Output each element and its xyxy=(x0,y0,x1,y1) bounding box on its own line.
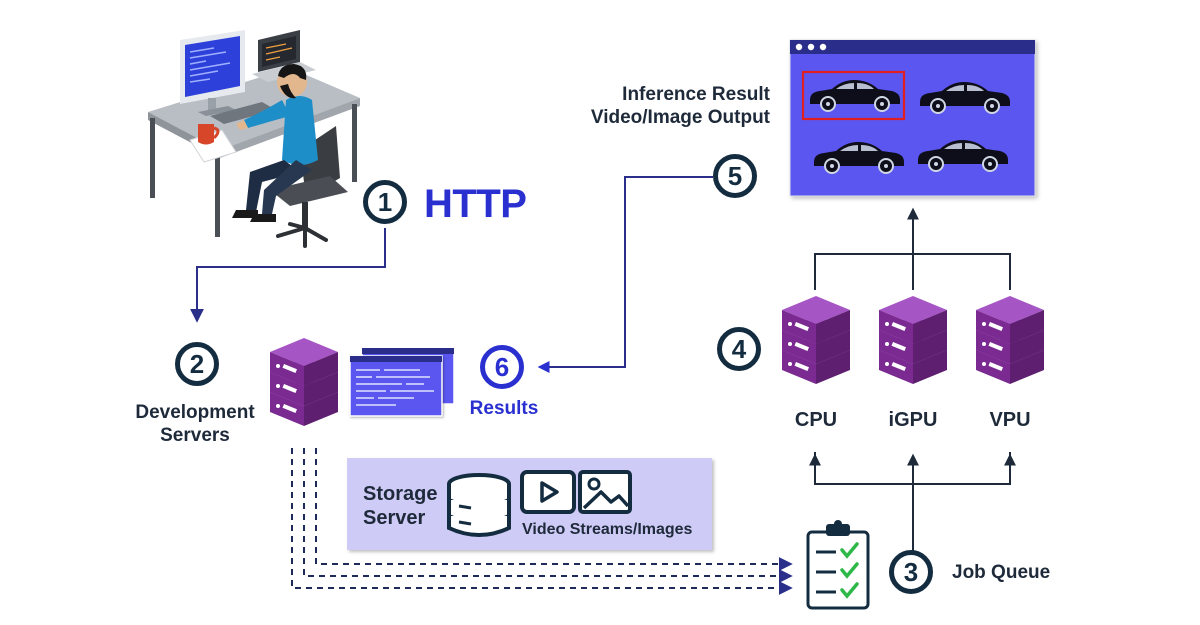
server-stack-icon xyxy=(879,296,947,384)
step-2-badge: 2 xyxy=(175,342,219,386)
development-servers-line2: Servers xyxy=(160,424,230,446)
inference-output-label: Inference Result Video/Image Output xyxy=(560,84,770,130)
connector-3-to-4 xyxy=(809,452,1016,560)
igpu-label: iGPU xyxy=(888,409,938,431)
job-queue-label: Job Queue xyxy=(952,562,1051,583)
dashed-connectors xyxy=(291,448,793,595)
step-5-badge: 5 xyxy=(713,154,757,198)
video-play-icon xyxy=(520,470,576,514)
step-6-badge: 6 xyxy=(480,345,524,389)
inference-output-line1: Inference Result xyxy=(622,84,770,105)
step-3-badge: 3 xyxy=(889,550,933,594)
server-stack-icon xyxy=(976,296,1044,384)
step-4-badge: 4 xyxy=(717,327,761,371)
http-label: HTTP xyxy=(424,182,527,226)
connector-1-to-2 xyxy=(190,228,386,323)
storage-server-panel: Storage Server Video Streams/Images xyxy=(347,458,712,550)
storage-title-line2: Server xyxy=(363,507,426,529)
development-servers-line1: Development xyxy=(135,402,255,423)
connector-5-to-6 xyxy=(537,176,713,373)
clipboard-checklist-icon xyxy=(806,520,870,610)
server-stack-icon xyxy=(270,338,338,426)
developer-desk-illustration xyxy=(148,30,360,248)
browser-window-icon xyxy=(789,39,1036,197)
storage-title-line1: Storage xyxy=(363,483,438,505)
development-servers-label: Development Servers xyxy=(120,402,270,448)
inference-output-line2: Video/Image Output xyxy=(590,106,770,128)
vpu-label: VPU xyxy=(989,409,1031,431)
results-label: Results xyxy=(469,398,539,419)
media-label: Video Streams/Images xyxy=(522,521,693,538)
storage-title: Storage Server xyxy=(363,482,437,530)
image-icon xyxy=(578,470,632,514)
database-icon xyxy=(447,473,511,537)
detection-bounding-box xyxy=(801,70,906,121)
step-1-badge: 1 xyxy=(363,180,407,224)
server-stack-icon xyxy=(782,296,850,384)
connector-4-to-5 xyxy=(814,207,1011,290)
cpu-label: CPU xyxy=(794,409,838,431)
code-window-icon xyxy=(349,347,455,417)
